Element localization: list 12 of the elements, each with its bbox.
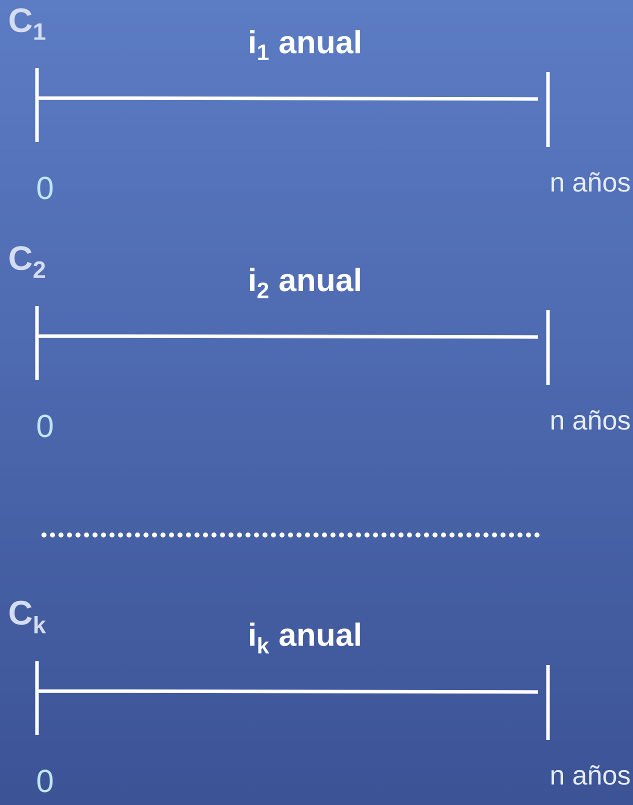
capital-label: C$_{k}$ [10,600,46,634]
tick-label: n años [552,765,630,785]
rate-label: i$_{1}$ anual [250,30,360,60]
tick-label: 0 [37,770,53,792]
capital-label: C$_{2}$ [10,246,46,278]
rate-label: i$_{k}$ anual [250,622,360,654]
capital-label: C$_{1}$ [10,8,46,40]
tick-label: n años [552,172,630,192]
tick-label: 0 [37,176,53,200]
rate-label: i$_{2}$ anual [250,268,360,298]
tick-label: n años [552,410,630,430]
tick-label: 0 [37,414,53,438]
